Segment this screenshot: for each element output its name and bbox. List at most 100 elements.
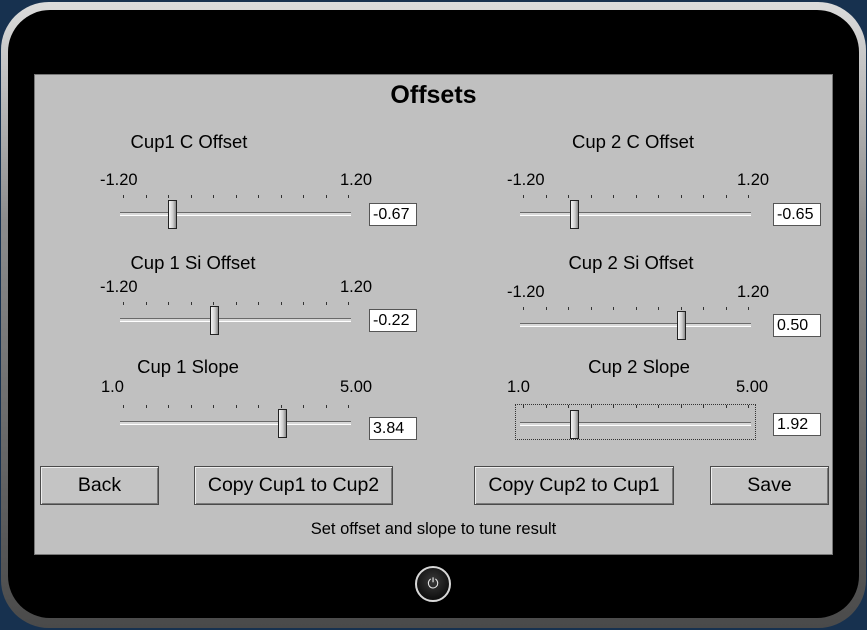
- slider-tick: [591, 195, 592, 198]
- slider-tick: [348, 405, 349, 408]
- slider-tick: [281, 302, 282, 305]
- slider-tick: [303, 195, 304, 198]
- cup1-c-offset-value[interactable]: -0.67: [369, 203, 417, 226]
- cup2-si-offset-track[interactable]: [520, 323, 751, 327]
- copy-cup2-to-cup1-button[interactable]: Copy Cup2 to Cup1: [474, 466, 674, 505]
- slider-tick: [568, 307, 569, 310]
- slider-tick: [658, 405, 659, 408]
- cup2-c-offset-slider-thumb[interactable]: [569, 200, 579, 229]
- slider-tick: [168, 195, 169, 198]
- slider-tick: [146, 405, 147, 408]
- slider-tick: [636, 195, 637, 198]
- slider-tick: [658, 307, 659, 310]
- slider-tick: [303, 302, 304, 305]
- slider-tick: [236, 405, 237, 408]
- slider-tick: [168, 302, 169, 305]
- slider-tick: [146, 302, 147, 305]
- slider-tick: [258, 195, 259, 198]
- slider-tick: [213, 302, 214, 305]
- cup2-slope-value[interactable]: 1.92: [773, 413, 821, 436]
- cup1-si-offset-min-label: -1.20: [100, 278, 138, 296]
- cup1-slope-track[interactable]: [120, 421, 351, 425]
- cup2-si-offset-value[interactable]: 0.50: [773, 314, 821, 337]
- cup1-c-offset-track[interactable]: [120, 212, 351, 216]
- cup2-c-offset-max-label: 1.20: [737, 171, 770, 189]
- copy-cup1-to-cup2-button[interactable]: Copy Cup1 to Cup2: [194, 466, 393, 505]
- cup2-slope-track[interactable]: [520, 422, 751, 426]
- cup2-slope-label: Cup 2 Slope: [588, 356, 690, 377]
- slider-tick: [281, 405, 282, 408]
- cup2-c-offset-track[interactable]: [520, 212, 751, 216]
- slider-tick: [748, 405, 749, 408]
- cup1-c-offset-group: Cup1 C Offset -1.20 1.20 -0.67: [75, 131, 455, 241]
- slider-tick: [123, 302, 124, 305]
- cup2-si-offset-ticks: [523, 307, 749, 313]
- cup2-si-offset-label: Cup 2 Si Offset: [568, 252, 694, 273]
- slider-tick: [613, 195, 614, 198]
- slider-tick: [213, 405, 214, 408]
- cup1-slope-label: Cup 1 Slope: [137, 356, 239, 377]
- cup2-slope-group: Cup 2 Slope 1.0 5.00 1.92: [475, 356, 855, 466]
- slider-tick: [258, 405, 259, 408]
- slider-tick: [591, 307, 592, 310]
- slider-tick: [681, 307, 682, 310]
- cup2-slope-min-label: 1.0: [507, 378, 530, 396]
- cup1-slope-value[interactable]: 3.84: [369, 417, 417, 440]
- slider-tick: [726, 195, 727, 198]
- cup1-slope-min-label: 1.0: [101, 378, 124, 396]
- slider-tick: [703, 195, 704, 198]
- slider-tick: [326, 405, 327, 408]
- slider-tick: [613, 307, 614, 310]
- status-message: Set offset and slope to tune result: [310, 520, 557, 538]
- cup2-slope-max-label: 5.00: [736, 378, 769, 396]
- slider-tick: [658, 195, 659, 198]
- slider-tick: [681, 195, 682, 198]
- cup1-c-offset-max-label: 1.20: [340, 171, 373, 189]
- slider-tick: [326, 195, 327, 198]
- slider-tick: [258, 302, 259, 305]
- cup2-c-offset-value[interactable]: -0.65: [773, 203, 821, 226]
- slider-tick: [636, 405, 637, 408]
- cup2-si-offset-slider-thumb[interactable]: [677, 311, 687, 340]
- cup1-si-offset-group: Cup 1 Si Offset -1.20 1.20 -0.22: [75, 252, 455, 362]
- cup1-c-offset-min-label: -1.20: [100, 171, 138, 189]
- slider-tick: [213, 195, 214, 198]
- slider-tick: [303, 405, 304, 408]
- power-button[interactable]: ⏻: [415, 566, 451, 602]
- cup1-si-offset-track[interactable]: [120, 318, 351, 322]
- slider-tick: [703, 307, 704, 310]
- cup1-slope-max-label: 5.00: [340, 378, 373, 396]
- cup1-slope-slider-thumb[interactable]: [277, 409, 287, 438]
- cup2-slope-ticks: [523, 405, 749, 411]
- cup2-c-offset-label: Cup 2 C Offset: [571, 131, 695, 152]
- cup1-slope-ticks: [123, 405, 349, 411]
- slider-tick: [748, 195, 749, 198]
- slider-tick: [348, 302, 349, 305]
- slider-tick: [546, 307, 547, 310]
- cup1-c-offset-ticks: [123, 195, 349, 201]
- slider-tick: [681, 405, 682, 408]
- slider-tick: [236, 302, 237, 305]
- cup1-si-offset-value[interactable]: -0.22: [369, 309, 417, 332]
- cup1-si-offset-max-label: 1.20: [340, 278, 373, 296]
- slider-tick: [281, 195, 282, 198]
- save-button[interactable]: Save: [710, 466, 829, 505]
- slider-tick: [748, 307, 749, 310]
- cup2-si-offset-min-label: -1.20: [507, 283, 545, 301]
- slider-tick: [236, 195, 237, 198]
- slider-tick: [191, 302, 192, 305]
- cup1-si-offset-slider-thumb[interactable]: [209, 306, 219, 335]
- cup2-c-offset-min-label: -1.20: [507, 171, 545, 189]
- slider-tick: [348, 195, 349, 198]
- slider-tick: [613, 405, 614, 408]
- slider-tick: [326, 302, 327, 305]
- slider-tick: [726, 307, 727, 310]
- cup1-c-offset-slider-thumb[interactable]: [167, 200, 177, 229]
- slider-tick: [568, 195, 569, 198]
- cup2-slope-slider-thumb[interactable]: [569, 410, 579, 439]
- slider-tick: [146, 195, 147, 198]
- back-button[interactable]: Back: [40, 466, 159, 505]
- slider-tick: [523, 405, 524, 408]
- slider-tick: [523, 307, 524, 310]
- slider-tick: [703, 405, 704, 408]
